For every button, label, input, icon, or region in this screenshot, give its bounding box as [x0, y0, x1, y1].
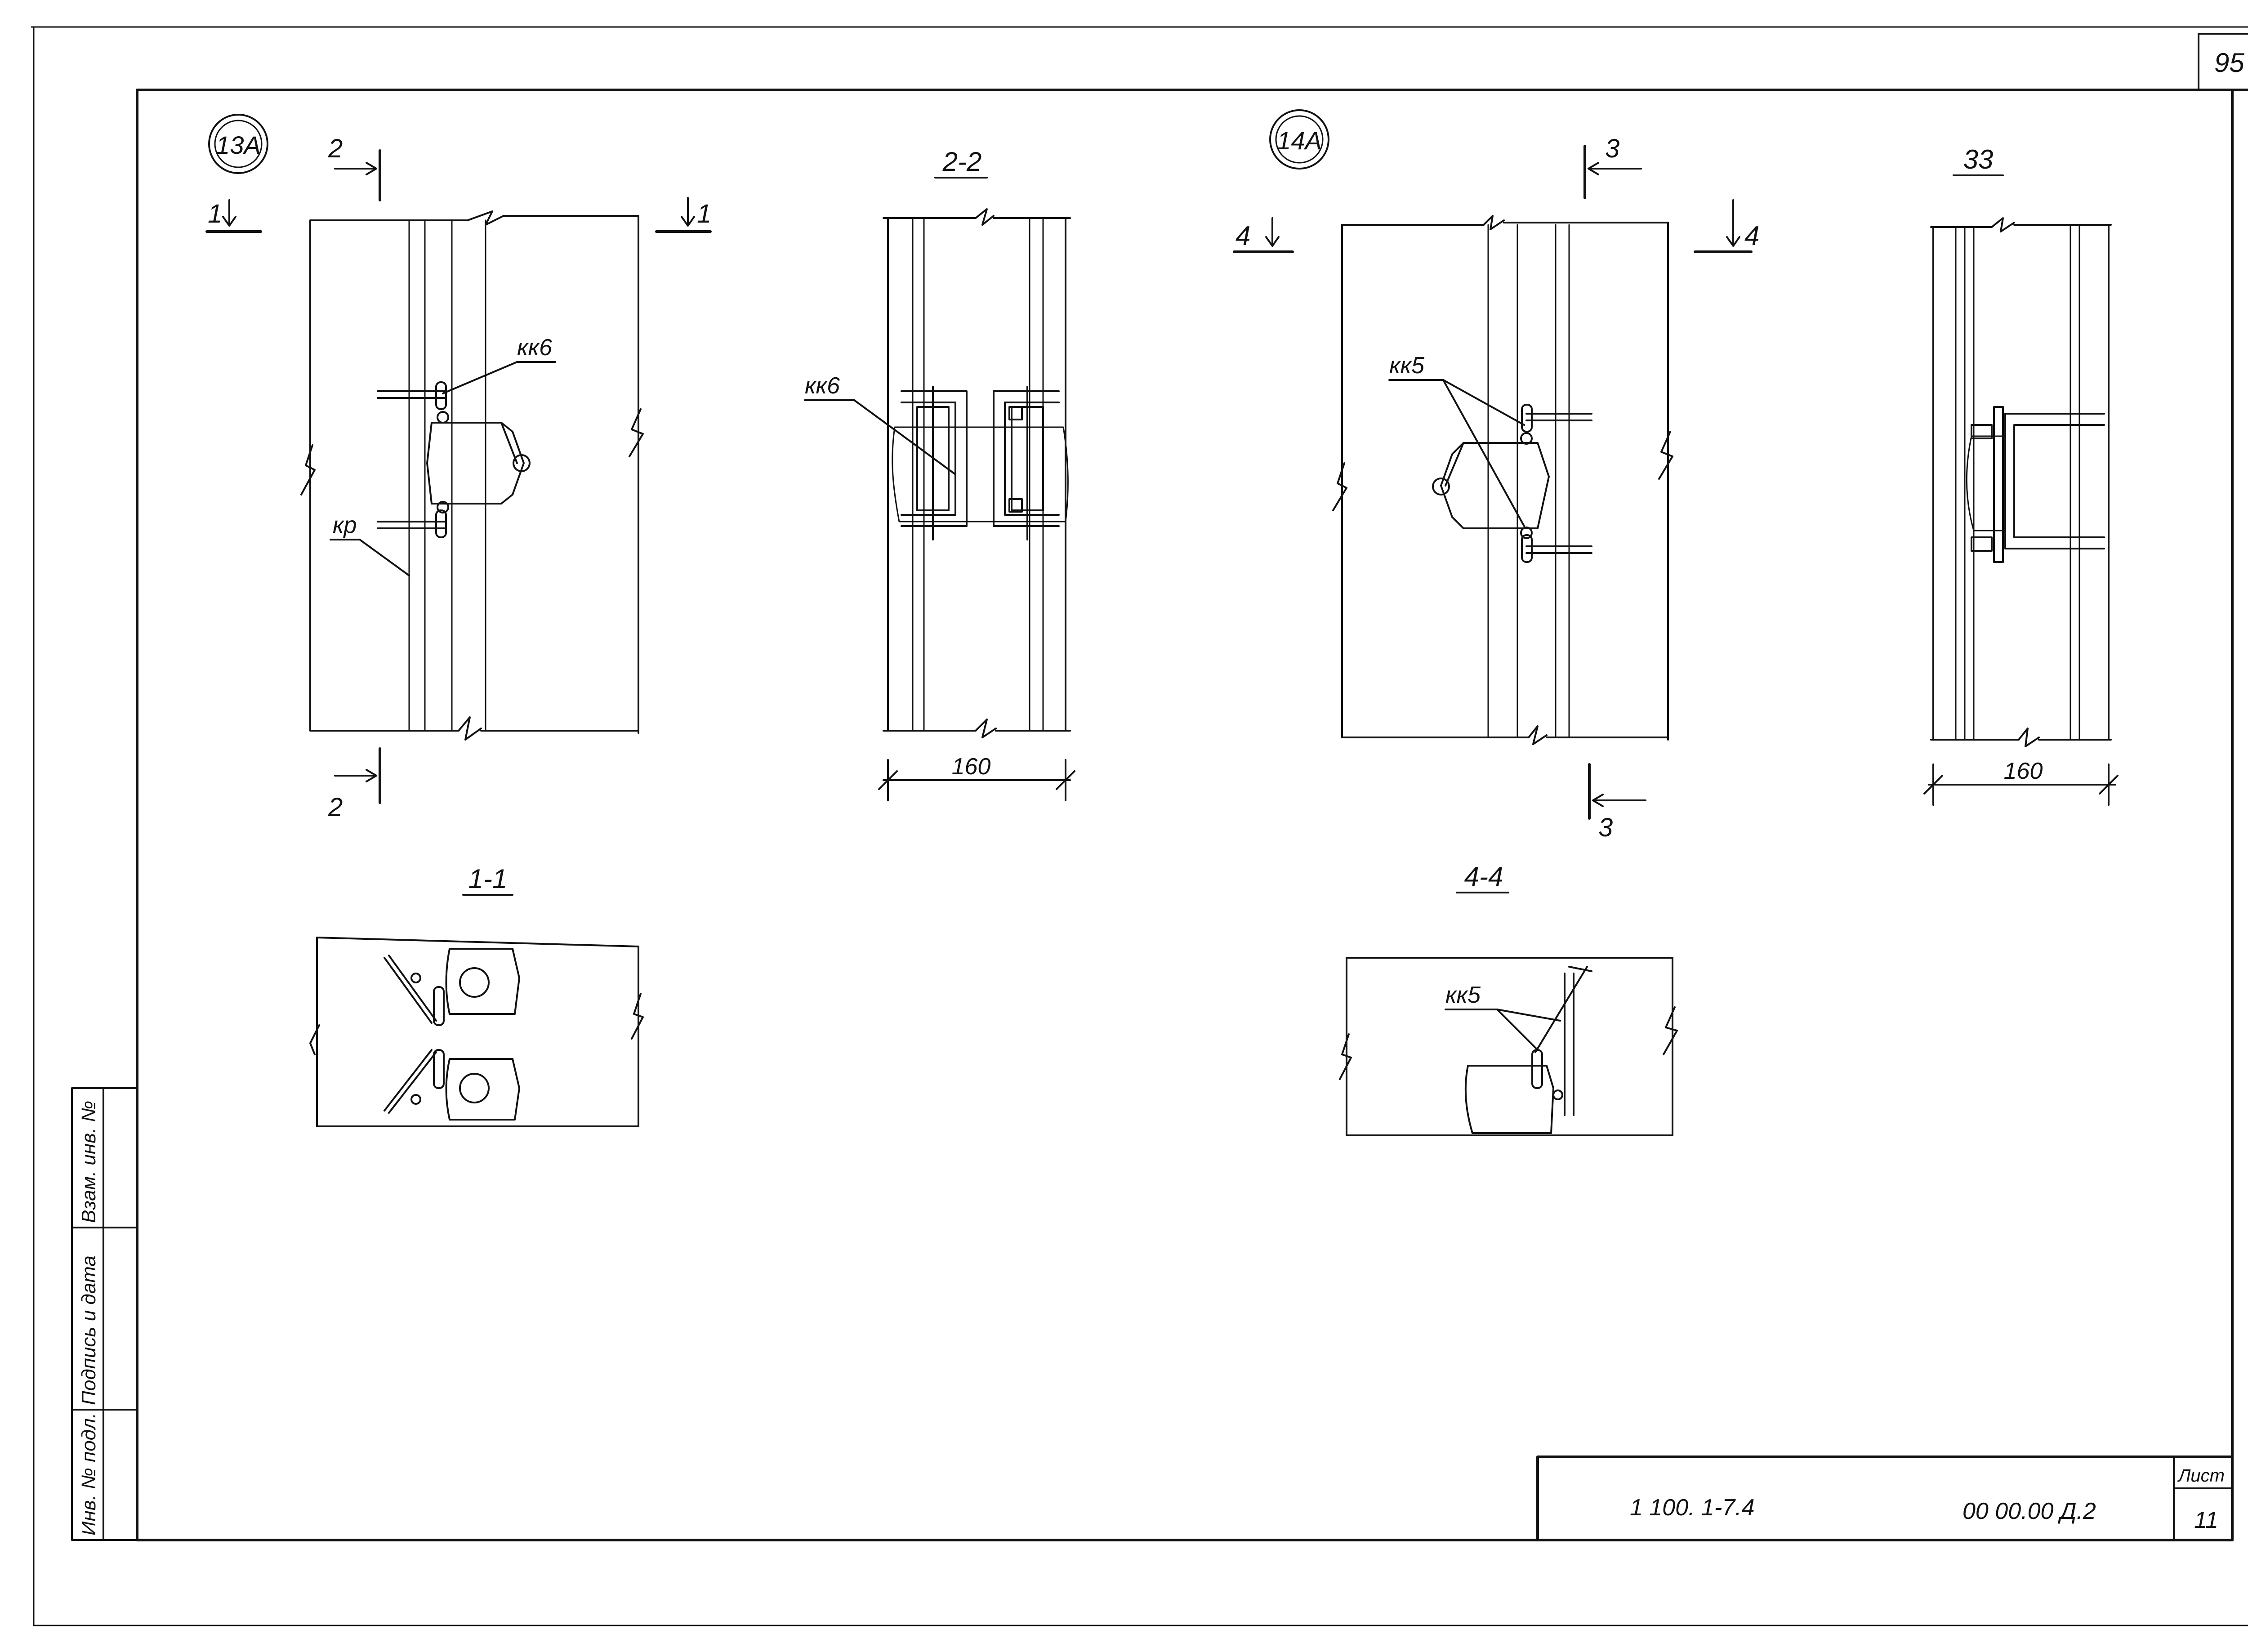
title-block: 1 100. 1-7.4 00 00.00 Д.2 Лист 11 — [1536, 1456, 2234, 1541]
node-14a-plan-view: кк5 — [1332, 215, 1673, 745]
document-id: 00 00.00 Д.2 — [1963, 1498, 2096, 1524]
cut-mark-2-bottom: 2 — [328, 747, 381, 822]
node-14a-label: 14А — [1277, 126, 1322, 155]
node-13a-plan-view: кк6 кр — [300, 210, 644, 741]
svg-text:2: 2 — [328, 793, 343, 822]
list-label: Лист — [2177, 1466, 2225, 1486]
stamp-signature-date: Подпись и дата — [78, 1255, 100, 1405]
page-number-box: 95 — [2198, 33, 2248, 91]
svg-text:3: 3 — [1605, 134, 1619, 163]
section-4-4-title: 4-4 — [1464, 862, 1503, 892]
section-3-3: 33 160 — [1923, 144, 2119, 806]
cut-mark-2-top: 2 — [328, 134, 381, 201]
section-1-1: 1-1 — [309, 864, 644, 1127]
cut-mark-1-right: 1 — [655, 197, 712, 233]
side-stamp: Взам. инв. № Подпись и дата Инв. № подл. — [71, 1087, 138, 1541]
label-kk6-22: кк6 — [805, 373, 840, 399]
list-number: 11 — [2194, 1507, 2218, 1533]
node-14a-marker: 14А — [1269, 109, 1329, 170]
section-4-4: 4-4 кк5 — [1339, 862, 1678, 1136]
label-kp: кр — [333, 512, 357, 538]
designation-code: 1 100. 1-7.4 — [1630, 1495, 1755, 1521]
label-kk5-44: кк5 — [1445, 982, 1481, 1008]
svg-text:4: 4 — [1744, 221, 1759, 251]
svg-text:1: 1 — [697, 199, 711, 228]
svg-text:4: 4 — [1236, 221, 1250, 251]
dimension-160-22: 160 — [952, 754, 991, 780]
svg-text:3: 3 — [1598, 813, 1613, 842]
section-2-2: 2-2 кк6 160 — [804, 147, 1075, 801]
stamp-replaced-inv: Взам. инв. № — [78, 1101, 100, 1223]
cut-mark-4-right: 4 — [1694, 199, 1759, 253]
cut-mark-3-top: 3 — [1583, 134, 1642, 199]
svg-text:1: 1 — [208, 199, 222, 228]
label-kk5-14a: кк5 — [1389, 353, 1425, 379]
node-13a-marker: 13А — [208, 114, 268, 174]
stamp-inventory-no: Инв. № подл. — [78, 1413, 100, 1536]
cut-mark-1-left: 1 — [205, 199, 262, 233]
label-kk6-13a: кк6 — [517, 335, 552, 361]
dimension-160-33: 160 — [2004, 758, 2043, 784]
page-number: 95 — [2214, 48, 2244, 78]
section-1-1-title: 1-1 — [468, 864, 508, 894]
cut-mark-4-left: 4 — [1233, 217, 1294, 253]
sheet-frame — [31, 26, 2248, 1626]
svg-text:2: 2 — [328, 134, 343, 163]
node-13a-label: 13А — [216, 131, 261, 159]
section-2-2-title: 2-2 — [942, 147, 982, 177]
section-3-3-title: 33 — [1963, 144, 1994, 174]
cut-mark-3-bottom: 3 — [1588, 763, 1646, 842]
